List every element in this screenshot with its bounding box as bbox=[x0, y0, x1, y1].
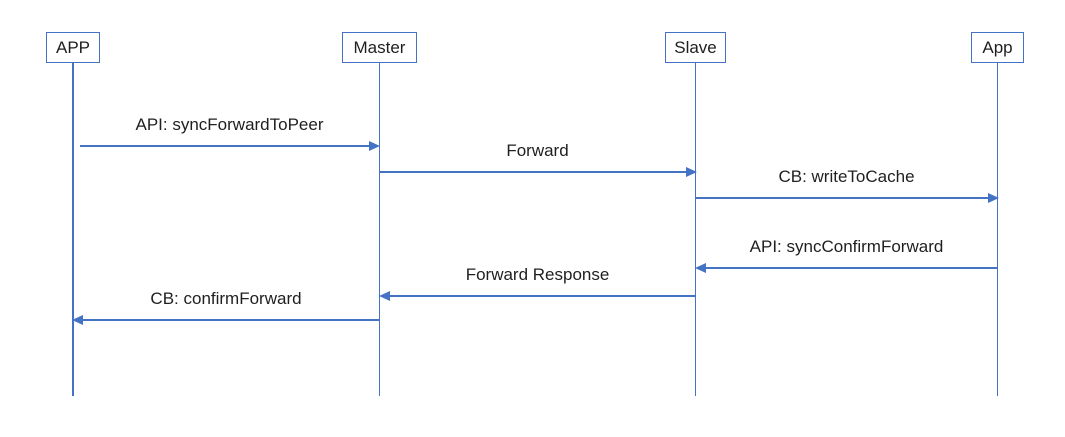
actor-box-app-left: APP bbox=[46, 32, 100, 63]
arrowhead-left-icon bbox=[694, 263, 706, 273]
arrow-line bbox=[75, 319, 379, 321]
message-label-confirm-forward: CB: confirmForward bbox=[150, 289, 302, 308]
actor-box-master: Master bbox=[342, 32, 417, 63]
lifeline-master bbox=[378, 63, 381, 396]
arrowhead-right-icon bbox=[685, 167, 697, 177]
actor-box-app-right: App bbox=[971, 32, 1024, 63]
actor-label-master: Master bbox=[353, 38, 406, 57]
lifeline-app-right bbox=[996, 63, 999, 396]
lifeline-slave bbox=[694, 63, 697, 396]
actor-label-app-right: App bbox=[982, 38, 1013, 57]
actor-label-app-left: APP bbox=[55, 38, 91, 57]
arrow-line bbox=[379, 171, 694, 173]
arrow-line bbox=[697, 267, 998, 269]
actor-box-slave: Slave bbox=[665, 32, 726, 63]
message-label-sync-confirm-forward: API: syncConfirmForward bbox=[749, 237, 944, 256]
actor-label-slave: Slave bbox=[674, 38, 717, 57]
message-label-write-to-cache: CB: writeToCache bbox=[778, 167, 915, 186]
message-label-forward: Forward bbox=[506, 141, 569, 160]
arrow-line bbox=[80, 145, 377, 147]
arrow-line bbox=[381, 295, 696, 297]
lifeline-app-left bbox=[72, 63, 74, 396]
arrowhead-left-icon bbox=[72, 315, 83, 325]
arrowhead-right-icon bbox=[987, 193, 999, 203]
message-label-sync-forward-to-peer: API: syncForwardToPeer bbox=[135, 115, 324, 134]
arrowhead-right-icon bbox=[369, 141, 380, 151]
arrowhead-left-icon bbox=[378, 291, 390, 301]
message-label-forward-response: Forward Response bbox=[465, 265, 610, 284]
arrow-line bbox=[695, 197, 996, 199]
